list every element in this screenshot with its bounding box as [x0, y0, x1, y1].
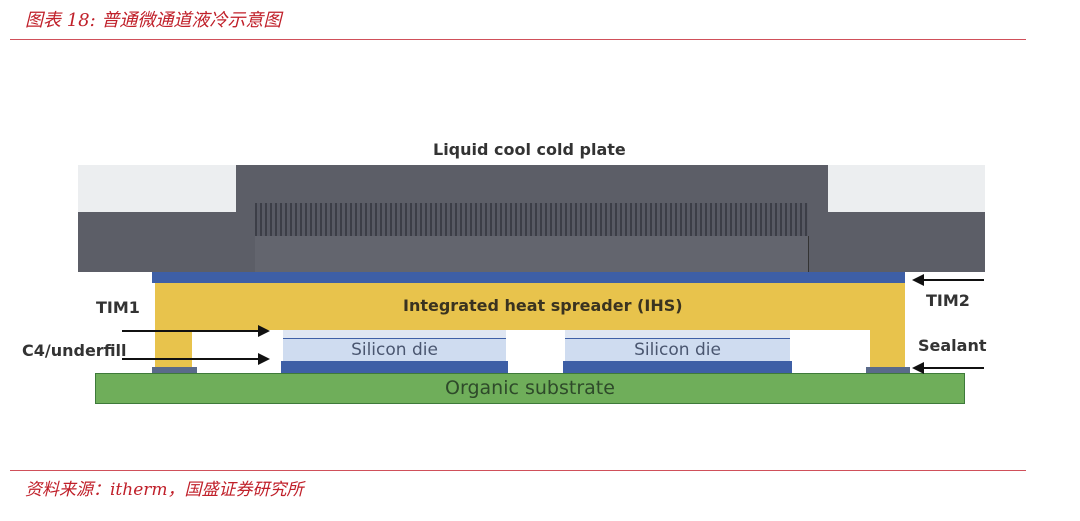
sealant-label: Sealant: [918, 336, 987, 355]
cold-plate-inner: [255, 236, 809, 272]
figure-caption: 图表 18: 普通微通道液冷示意图: [25, 10, 282, 31]
tim1-label: TIM1: [96, 298, 140, 317]
header-divider: [10, 39, 1026, 40]
ihs-label: Integrated heat spreader (IHS): [403, 296, 683, 315]
c4-underfill-die-2: [563, 361, 792, 373]
silicon-die-2: Silicon die: [565, 339, 790, 361]
tim1-layer-die-2: [565, 330, 790, 339]
silicon-die-1: Silicon die: [283, 339, 506, 361]
tim2-label: TIM2: [926, 291, 970, 310]
ihs-right-leg: [870, 329, 905, 368]
tim2-arrow: [912, 274, 984, 286]
ihs: [155, 283, 905, 330]
c4-underfill-label: C4/underfill: [22, 341, 127, 360]
sealant-arrow: [912, 362, 984, 374]
c4-underfill-die-1: [281, 361, 508, 373]
source-note: 资料来源：itherm，国盛证券研究所: [25, 480, 304, 500]
tim1-layer-die-1: [283, 330, 506, 339]
sealant-left: [152, 367, 197, 373]
cold-plate-label: Liquid cool cold plate: [433, 140, 626, 159]
tim1-arrow: [122, 325, 270, 337]
microchannel-fins: [255, 203, 808, 236]
tim2-layer: [152, 272, 905, 283]
sealant-right: [866, 367, 910, 373]
c4-arrow: [122, 353, 270, 365]
ihs-left-leg: [155, 329, 192, 368]
organic-substrate: Organic substrate: [95, 373, 965, 404]
footer-divider: [10, 470, 1026, 471]
